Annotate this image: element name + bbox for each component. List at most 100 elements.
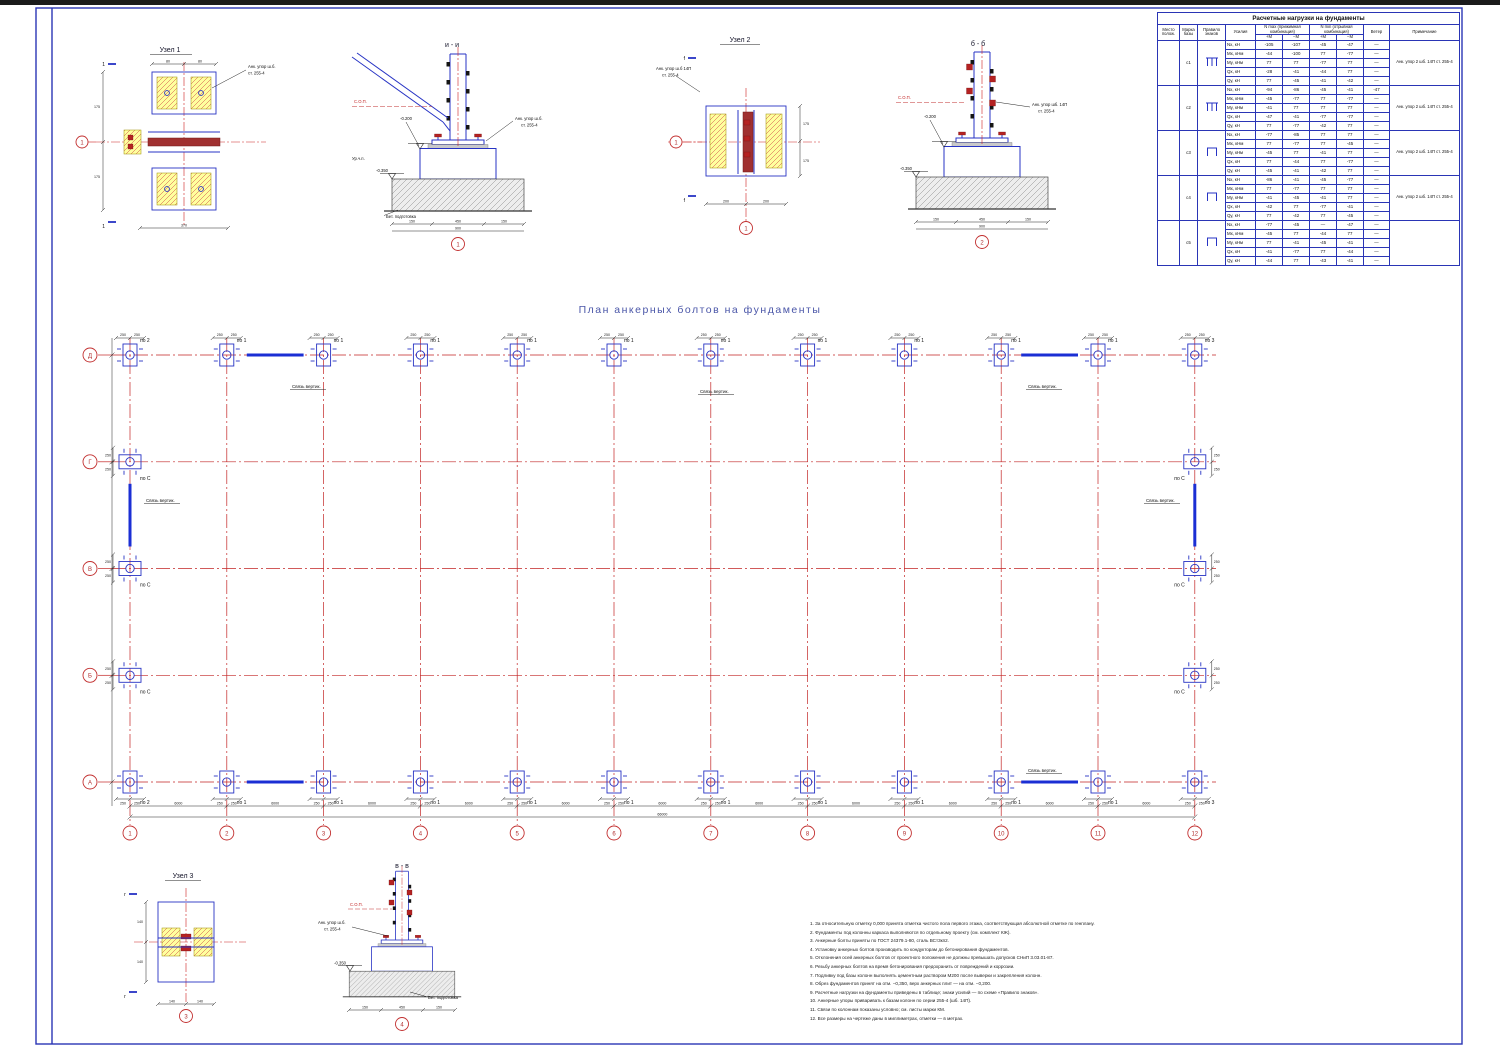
svg-text:1: 1 — [744, 226, 748, 232]
svg-text:1: 1 — [102, 62, 105, 68]
svg-text:по 1: по 1 — [721, 338, 731, 344]
load-value: -44 — [1309, 66, 1337, 77]
svg-text:150: 150 — [933, 218, 939, 222]
svg-text:по 1: по 1 — [624, 800, 634, 806]
load-value: -86 — [1255, 174, 1283, 185]
force-label: Mx, кНм — [1225, 138, 1256, 149]
force-label: My, кНм — [1225, 237, 1256, 248]
svg-text:по 1: по 1 — [1108, 800, 1118, 806]
svg-text:370: 370 — [181, 224, 187, 228]
force-label: Nx, кН — [1225, 84, 1256, 95]
load-value: 77 — [1336, 183, 1364, 194]
svg-text:66000: 66000 — [657, 813, 667, 817]
load-value: — — [1363, 192, 1390, 203]
svg-text:450: 450 — [455, 220, 461, 224]
table-note: Анк. упор 2 шб. 14П ст. 255-4 — [1388, 174, 1461, 221]
svg-text:250: 250 — [1185, 802, 1191, 806]
note-line: 3. Анкерные болты приняты по ГОСТ 24379.… — [810, 938, 949, 944]
svg-text:250: 250 — [908, 333, 914, 337]
base-mark: с1 — [1179, 39, 1198, 86]
force-label: Qx, кН — [1225, 201, 1256, 212]
svg-text:250: 250 — [507, 802, 513, 806]
load-value: -42 — [1336, 75, 1364, 86]
svg-text:250: 250 — [1102, 333, 1108, 337]
load-value: — — [1363, 201, 1390, 212]
svg-text:ст. 255-4: ст. 255-4 — [521, 123, 538, 128]
ground-level-label: С.О.П. — [898, 95, 911, 100]
svg-text:250: 250 — [1214, 453, 1220, 457]
load-value: 77 — [1336, 102, 1364, 113]
load-value: 77 — [1336, 120, 1364, 131]
svg-text:Связь вертик.: Связь вертик. — [700, 389, 729, 394]
load-value: -77 — [1336, 111, 1364, 122]
svg-text:250: 250 — [134, 333, 140, 337]
plan-title: План анкерных болтов на фундаменты — [579, 304, 822, 316]
svg-text:Связь вертик.: Связь вертик. — [292, 384, 321, 389]
load-value: -45 — [1309, 174, 1337, 185]
svg-text:250: 250 — [424, 333, 430, 337]
note-line: 5. Отклонения осей анкерных болтов от пр… — [810, 955, 1054, 961]
svg-text:6000: 6000 — [1142, 802, 1150, 806]
load-value: 77 — [1255, 57, 1283, 68]
svg-text:250: 250 — [701, 802, 707, 806]
force-label: Qy, кН — [1225, 255, 1256, 266]
svg-text:4: 4 — [400, 1022, 404, 1028]
table-note: Анк. упор 2 шб. 14П ст. 255-4 — [1388, 84, 1461, 131]
svg-text:250: 250 — [217, 333, 223, 337]
grid-bubble-col — [219, 825, 235, 841]
svg-text:по 1: по 1 — [624, 338, 634, 344]
svg-text:250: 250 — [105, 467, 111, 471]
svg-text:г: г — [124, 994, 126, 1000]
load-value: 77 — [1336, 192, 1364, 203]
load-value: — — [1363, 102, 1390, 113]
svg-text:140: 140 — [197, 1000, 203, 1004]
svg-text:900: 900 — [979, 225, 985, 229]
load-value: -44 — [1282, 156, 1310, 167]
svg-text:250: 250 — [1214, 467, 1220, 471]
svg-text:80: 80 — [166, 60, 170, 64]
load-value: -47 — [1336, 39, 1364, 50]
load-value: 77 — [1255, 156, 1283, 167]
load-value: -45 — [1282, 192, 1310, 203]
svg-text:по С: по С — [140, 689, 151, 695]
load-value: -77 — [1282, 93, 1310, 104]
load-value: -41 — [1255, 192, 1283, 203]
load-value: 77 — [1309, 183, 1337, 194]
grid-bubble-col — [1090, 825, 1106, 841]
svg-text:250: 250 — [1088, 802, 1094, 806]
ground-level-label: С.О.П. — [350, 902, 363, 907]
load-value: -41 — [1255, 102, 1283, 113]
note-line: 12. Все размеры на чертеже даны в миллим… — [810, 1015, 964, 1021]
load-value: -45 — [1336, 210, 1364, 221]
svg-text:7: 7 — [709, 831, 713, 837]
svg-text:250: 250 — [120, 333, 126, 337]
load-value: -45 — [1282, 75, 1310, 86]
svg-text:6: 6 — [612, 831, 616, 837]
load-value: — — [1363, 228, 1390, 239]
load-value: -45 — [1255, 228, 1283, 239]
svg-text:250: 250 — [521, 333, 527, 337]
detail-uzel2: Узел 2 Анк. упор ш.б 14П ст. 255-4 f f 1 — [656, 37, 820, 235]
load-value: -41 — [1255, 246, 1283, 257]
load-value: -45 — [1255, 165, 1283, 176]
load-value: 77 — [1309, 246, 1337, 257]
load-value: -45 — [1282, 219, 1310, 230]
load-value: 77 — [1309, 129, 1337, 140]
note-line: 9. Расчетные нагрузки на фундаменты прив… — [810, 989, 1039, 995]
load-value: 77 — [1282, 102, 1310, 113]
load-value: -42 — [1309, 165, 1337, 176]
load-value: 77 — [1336, 147, 1364, 158]
section-ii-title: и - и — [445, 42, 459, 49]
svg-text:250: 250 — [894, 333, 900, 337]
svg-text:Б: Б — [88, 674, 92, 680]
load-value: -77 — [1309, 57, 1337, 68]
load-value: 77 — [1309, 93, 1337, 104]
svg-text:250: 250 — [424, 802, 430, 806]
